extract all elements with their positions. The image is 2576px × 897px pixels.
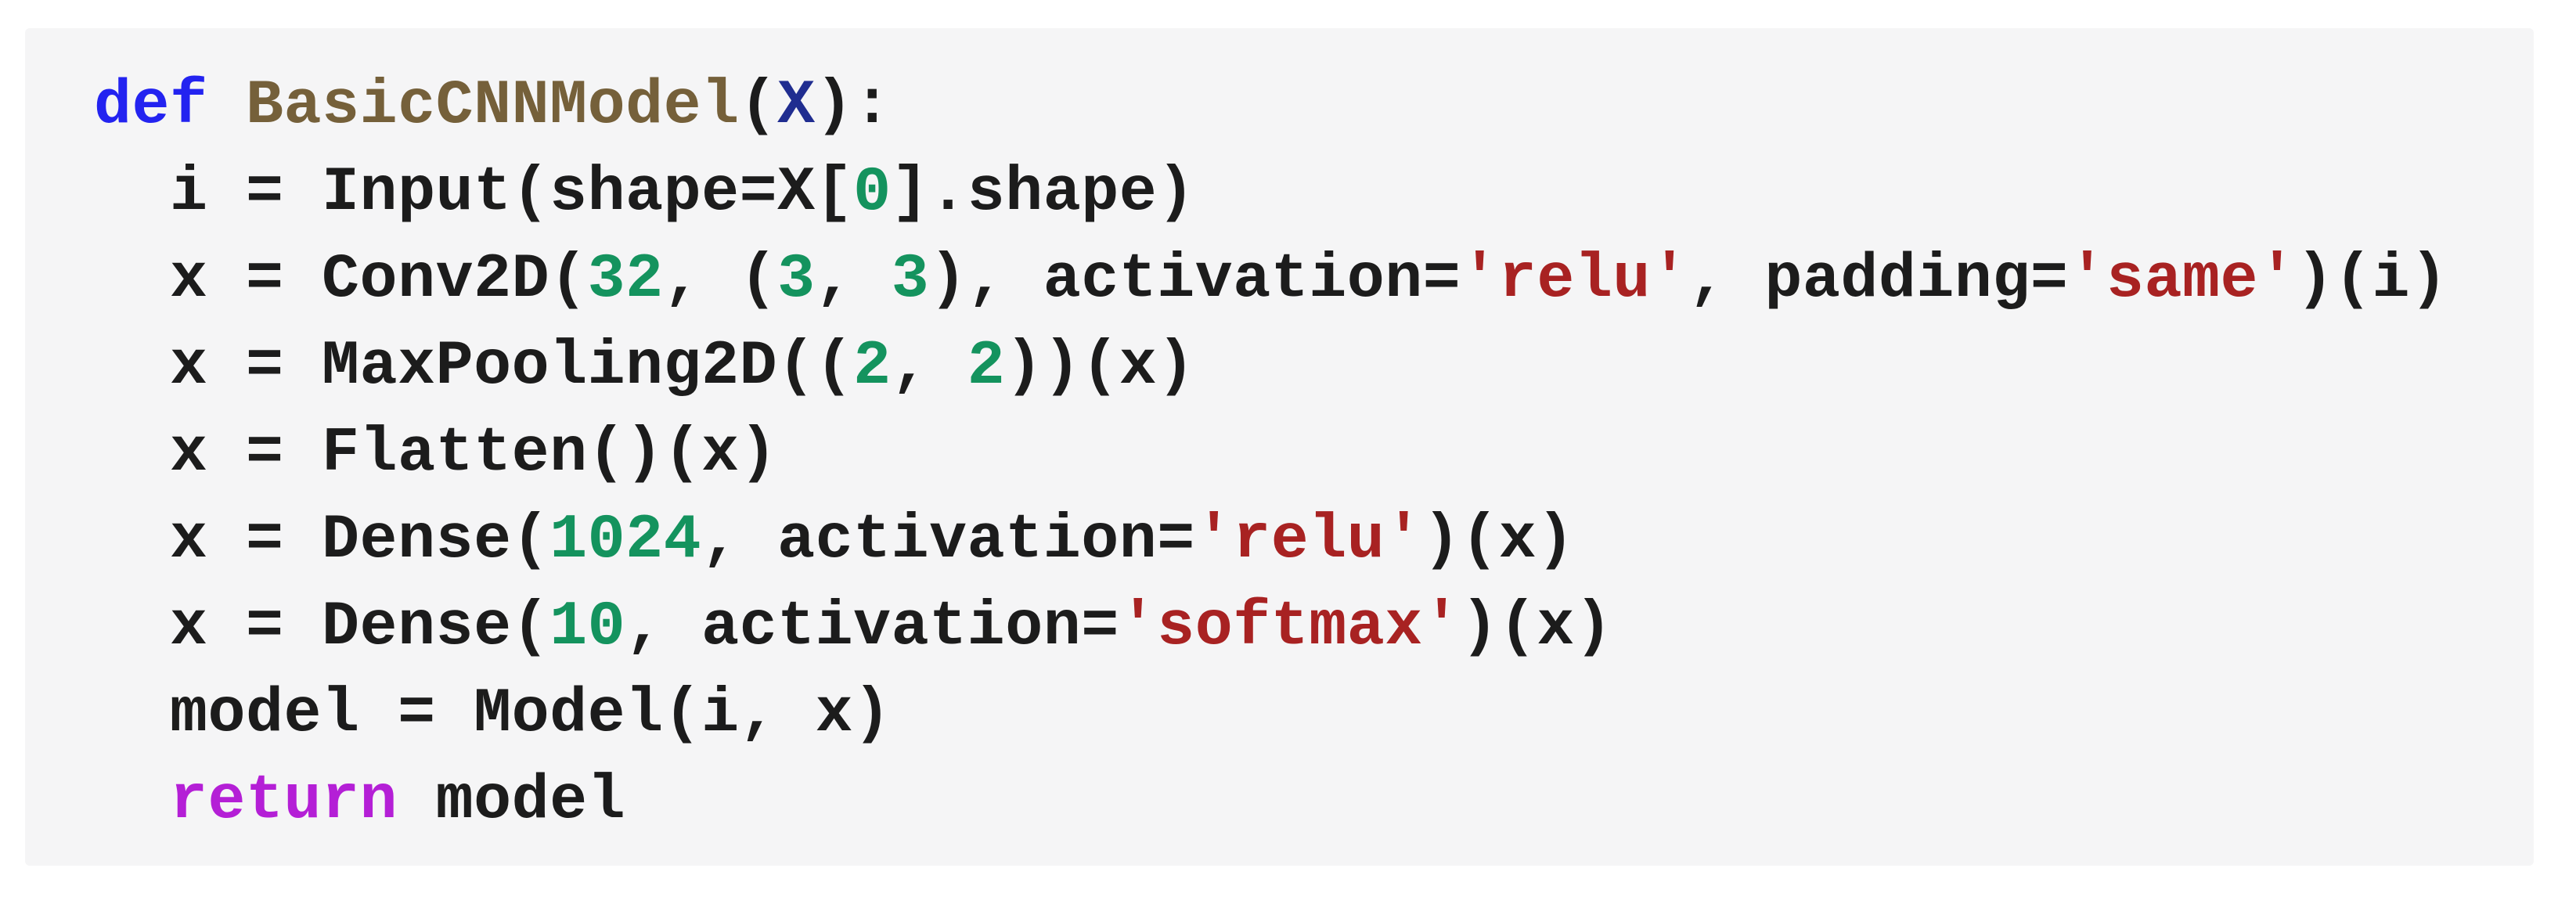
code-token-plain: ( — [739, 70, 778, 142]
code-token-number: 1024 — [549, 505, 702, 576]
code-block: def BasicCNNModel(X): i = Input(shape=X[… — [94, 63, 2487, 845]
code-line: x = Flatten()(x) — [94, 410, 2487, 497]
code-token-func: BasicCNNModel — [246, 70, 740, 142]
code-line: def BasicCNNModel(X): — [94, 63, 2487, 150]
code-line: return model — [94, 758, 2487, 845]
code-token-plain: , activation= — [701, 505, 1195, 576]
code-token-plain: )(x) — [1422, 505, 1575, 576]
code-line: x = MaxPooling2D((2, 2))(x) — [94, 323, 2487, 410]
code-token-plain: ))(x) — [1005, 331, 1195, 402]
code-token-string: 'same' — [2068, 244, 2297, 315]
code-token-plain: x = Dense( — [94, 505, 550, 576]
code-token-plain: ].shape) — [891, 157, 1195, 229]
code-token-number: 32 — [587, 244, 664, 315]
code-token-param: X — [777, 70, 816, 142]
code-token-keyword: def — [94, 70, 208, 142]
code-token-string: 'softmax' — [1119, 592, 1461, 663]
code-token-number: 2 — [853, 331, 892, 402]
code-token-number: 3 — [777, 244, 816, 315]
code-token-number: 0 — [853, 157, 892, 229]
code-token-number: 10 — [549, 592, 626, 663]
code-token-plain: x = Dense( — [94, 592, 550, 663]
code-token-plain: , activation= — [625, 592, 1119, 663]
code-token-plain: ): — [815, 70, 892, 142]
code-token-plain: x = Flatten()(x) — [94, 418, 778, 489]
code-token-string: 'relu' — [1194, 505, 1423, 576]
code-token-plain: , — [815, 244, 892, 315]
code-token-plain: , padding= — [1688, 244, 2069, 315]
code-token-plain: )(x) — [1461, 592, 1613, 663]
code-token-string: 'relu' — [1461, 244, 1689, 315]
code-token-plain — [94, 766, 170, 837]
code-token-plain: i = Input(shape=X[ — [94, 157, 854, 229]
code-line: x = Conv2D(32, (3, 3), activation='relu'… — [94, 236, 2487, 323]
code-line: model = Model(i, x) — [94, 671, 2487, 758]
code-token-plain — [208, 70, 247, 142]
code-token-plain: model = Model(i, x) — [94, 679, 892, 750]
code-line: x = Dense(1024, activation='relu')(x) — [94, 497, 2487, 584]
code-token-plain: ), activation= — [929, 244, 1461, 315]
code-token-plain: x = Conv2D( — [94, 244, 588, 315]
code-token-ctrl: return — [170, 766, 398, 837]
code-token-plain: , — [891, 331, 967, 402]
code-line: i = Input(shape=X[0].shape) — [94, 150, 2487, 236]
code-token-plain: x = MaxPooling2D(( — [94, 331, 854, 402]
code-token-plain: )(i) — [2296, 244, 2448, 315]
code-token-number: 2 — [967, 331, 1006, 402]
code-token-plain: model — [398, 766, 626, 837]
code-panel: def BasicCNNModel(X): i = Input(shape=X[… — [25, 28, 2534, 866]
code-token-number: 3 — [891, 244, 930, 315]
code-token-plain: , ( — [663, 244, 778, 315]
code-line: x = Dense(10, activation='softmax')(x) — [94, 584, 2487, 671]
